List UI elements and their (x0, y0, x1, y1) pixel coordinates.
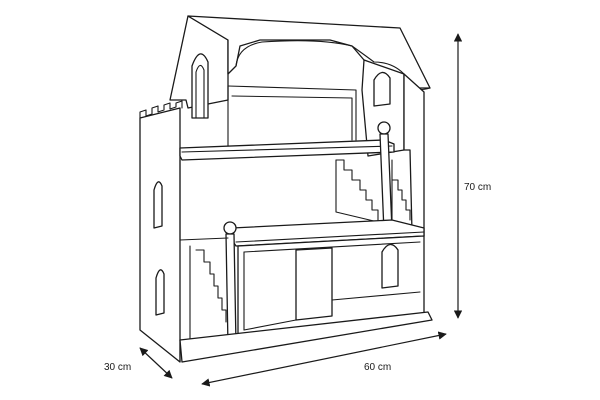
ground-right-window (381, 243, 399, 289)
left-tower (139, 100, 183, 363)
depth-label: 30 cm (104, 362, 131, 373)
height-label: 70 cm (464, 182, 491, 193)
upper-right-window (373, 71, 391, 107)
stairs-middle (335, 159, 379, 223)
top-floor (179, 139, 395, 161)
width-label: 60 cm (364, 362, 391, 373)
right-side-wall (403, 73, 425, 237)
stairs-ground (195, 249, 227, 323)
tower-window-upper (153, 181, 163, 229)
tower-window-lower (155, 269, 165, 316)
finial-top-right (377, 121, 391, 135)
finial-middle-left (223, 221, 237, 235)
height-dimension: 70 cm (453, 33, 491, 319)
depth-dimension: 30 cm (104, 347, 173, 379)
width-dimension: 60 cm (201, 331, 447, 387)
